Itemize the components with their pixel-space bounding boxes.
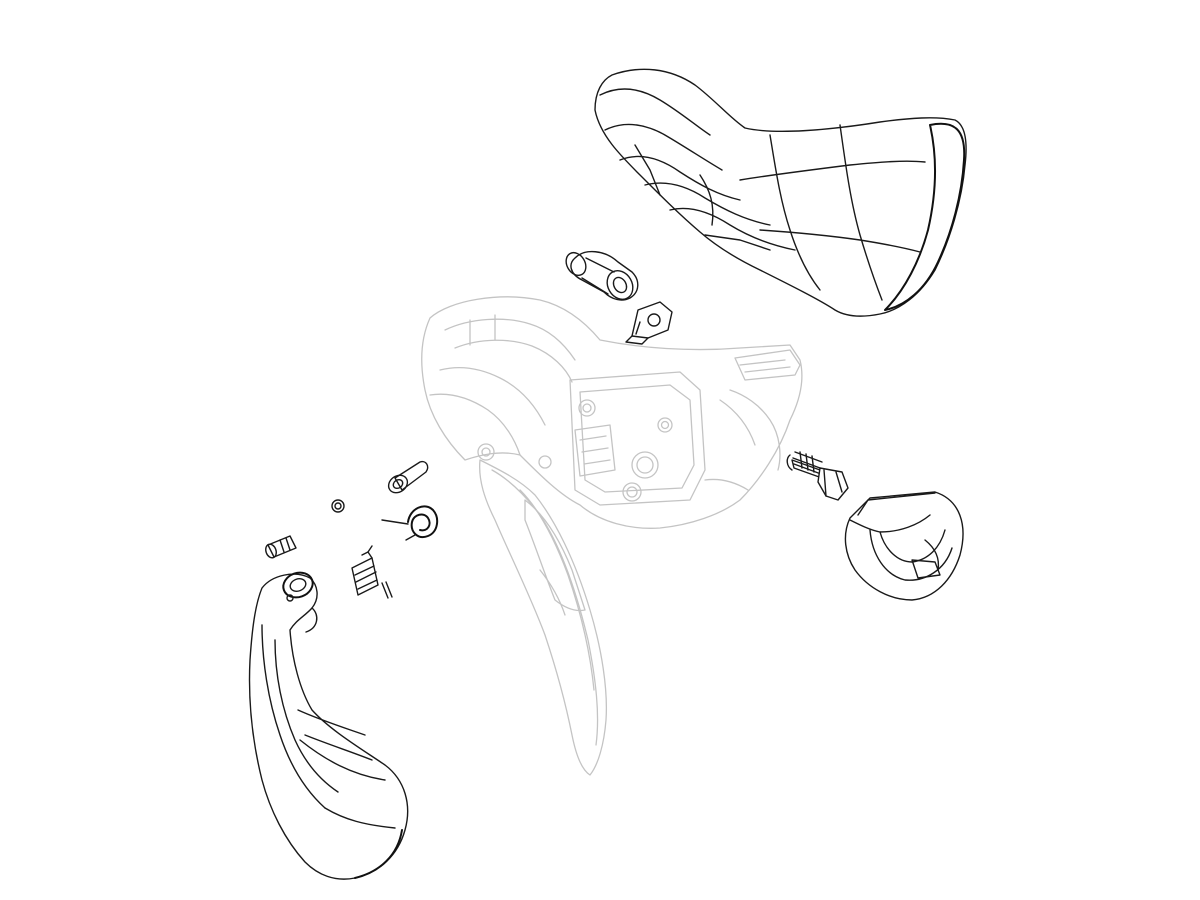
band-clamp-icon	[844, 491, 964, 601]
lever-hood-icon	[594, 68, 967, 317]
torsion-spring-icon	[381, 505, 439, 541]
clip-plate-icon	[625, 301, 673, 345]
o-ring-icon	[331, 499, 345, 513]
shift-paddle-icon	[248, 571, 409, 880]
bushing-icon	[565, 251, 639, 301]
t-bolt-icon	[786, 451, 849, 501]
pawl-icon	[351, 545, 379, 596]
lever-body-icon	[421, 296, 803, 776]
small-pin-icon	[381, 581, 393, 599]
screw-icon	[265, 535, 297, 559]
pin-icon	[387, 460, 429, 494]
